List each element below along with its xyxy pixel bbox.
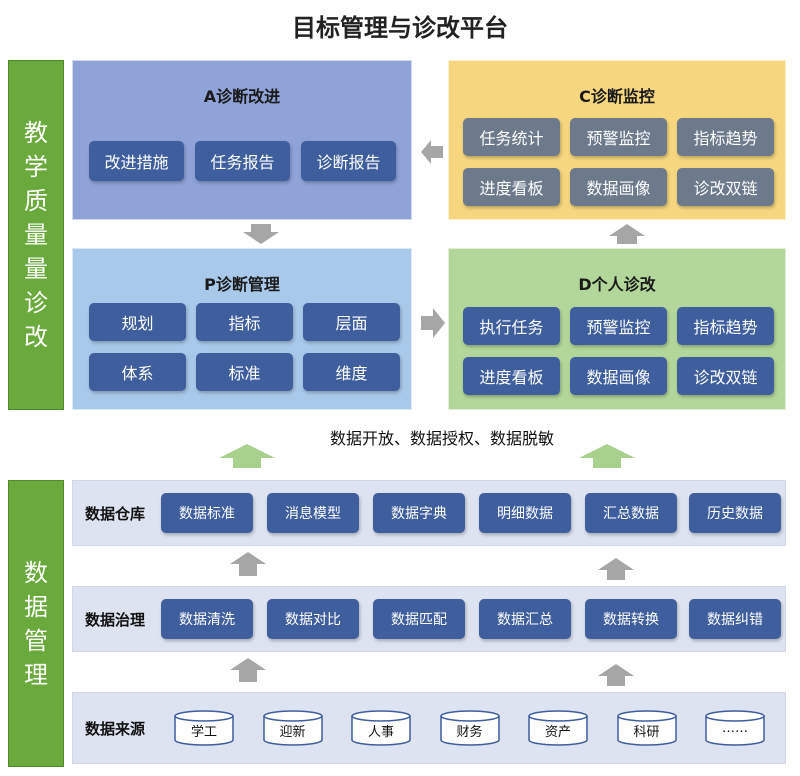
button-data-match[interactable]: 数据匹配	[373, 599, 465, 639]
band-data-governance: 数据治理 数据清洗 数据对比 数据匹配 数据汇总 数据转换 数据纠错	[72, 586, 786, 652]
button-system[interactable]: 体系	[89, 353, 186, 391]
governance-label: 数据治理	[85, 611, 146, 629]
panel-p-title: P诊断管理	[204, 275, 280, 294]
arrow-d-to-c	[609, 224, 645, 244]
button-history-data[interactable]: 历史数据	[689, 493, 781, 533]
band-data-sources: 数据来源 学工 迎新 人事 财务 资产 科研 ……	[72, 692, 786, 764]
button-execute-task[interactable]: 执行任务	[463, 307, 560, 345]
button-indicator[interactable]: 指标	[196, 303, 293, 341]
button-indicator-trend-d[interactable]: 指标趋势	[677, 307, 774, 345]
arrow-gov-to-wh-left	[230, 552, 266, 576]
sidebar-data-management-label: 数据管理	[24, 558, 48, 689]
sidebar-teaching-quality-label: 教学质量量诊改	[24, 119, 48, 351]
database-icon[interactable]	[262, 710, 324, 748]
button-standard[interactable]: 标准	[196, 353, 293, 391]
source-item-label: 人事	[367, 725, 394, 740]
source-item-label: 学工	[190, 725, 217, 740]
button-task-report[interactable]: 任务报告	[195, 141, 290, 181]
source-item-label: 科研	[633, 725, 660, 740]
button-dual-chain-d[interactable]: 诊改双链	[677, 357, 774, 395]
panel-d-title: D个人诊改	[578, 275, 656, 294]
sidebar-data-management: 数据管理	[8, 480, 64, 767]
button-data-aggregate[interactable]: 数据汇总	[479, 599, 571, 639]
panel-a-title: A诊断改进	[203, 87, 281, 106]
button-progress-board[interactable]: 进度看板	[463, 168, 560, 206]
panel-c-diagnosis-monitoring: C诊断监控 任务统计 预警监控 指标趋势 进度看板 数据画像 诊改双链	[448, 60, 786, 220]
panel-c-title: C诊断监控	[579, 87, 655, 106]
page-title: 目标管理与诊改平台	[292, 14, 508, 42]
button-dual-chain[interactable]: 诊改双链	[677, 168, 774, 206]
button-detail-data[interactable]: 明细数据	[479, 493, 571, 533]
button-warning-monitor-d[interactable]: 预警监控	[570, 307, 667, 345]
button-data-compare[interactable]: 数据对比	[267, 599, 359, 639]
button-dimension[interactable]: 维度	[303, 353, 400, 391]
sidebar-teaching-quality: 教学质量量诊改	[8, 60, 64, 410]
band-data-warehouse: 数据仓库 数据标准 消息模型 数据字典 明细数据 汇总数据 历史数据	[72, 480, 786, 546]
source-item-label: 资产	[544, 725, 571, 740]
button-planning[interactable]: 规划	[89, 303, 186, 341]
sources-label: 数据来源	[85, 720, 146, 738]
arrow-src-to-gov-left	[230, 658, 266, 682]
button-diagnosis-report[interactable]: 诊断报告	[301, 141, 396, 181]
button-data-portrait[interactable]: 数据画像	[570, 168, 667, 206]
button-indicator-trend[interactable]: 指标趋势	[677, 118, 774, 156]
database-icon[interactable]	[439, 710, 501, 748]
button-level[interactable]: 层面	[303, 303, 400, 341]
button-warning-monitor[interactable]: 预警监控	[570, 118, 667, 156]
source-item-label: ……	[722, 721, 748, 736]
database-icon[interactable]	[527, 710, 589, 748]
warehouse-label: 数据仓库	[85, 505, 146, 523]
database-icon[interactable]	[173, 710, 235, 748]
arrow-gov-to-wh-right	[598, 558, 634, 580]
panel-d-personal-diagnosis: D个人诊改 执行任务 预警监控 指标趋势 进度看板 数据画像 诊改双链	[448, 248, 786, 410]
arrow-green-right	[579, 444, 635, 468]
source-item-label: 迎新	[279, 725, 306, 740]
button-data-portrait-d[interactable]: 数据画像	[570, 357, 667, 395]
button-task-statistics[interactable]: 任务统计	[463, 118, 560, 156]
arrow-a-to-p	[243, 224, 279, 244]
panel-a-diagnosis-improvement: A诊断改进 改进措施 任务报告 诊断报告	[72, 60, 412, 220]
arrow-p-to-d	[421, 308, 445, 338]
arrow-src-to-gov-right	[598, 664, 634, 686]
source-item-label: 财务	[456, 725, 483, 740]
button-data-correct[interactable]: 数据纠错	[689, 599, 781, 639]
button-data-dictionary[interactable]: 数据字典	[373, 493, 465, 533]
arrow-green-left	[219, 444, 275, 468]
arrow-c-to-a	[421, 140, 443, 164]
button-data-standard[interactable]: 数据标准	[161, 493, 253, 533]
button-message-model[interactable]: 消息模型	[267, 493, 359, 533]
button-data-cleaning[interactable]: 数据清洗	[161, 599, 253, 639]
database-icon[interactable]	[350, 710, 412, 748]
database-icon[interactable]	[704, 710, 766, 748]
button-data-convert[interactable]: 数据转换	[585, 599, 677, 639]
button-progress-board-d[interactable]: 进度看板	[463, 357, 560, 395]
button-improvement-measures[interactable]: 改进措施	[89, 141, 184, 181]
data-open-caption: 数据开放、数据授权、数据脱敏	[329, 429, 554, 448]
database-icon[interactable]	[616, 710, 678, 748]
button-summary-data[interactable]: 汇总数据	[585, 493, 677, 533]
panel-p-diagnosis-management: P诊断管理 规划 指标 层面 体系 标准 维度	[72, 248, 412, 410]
